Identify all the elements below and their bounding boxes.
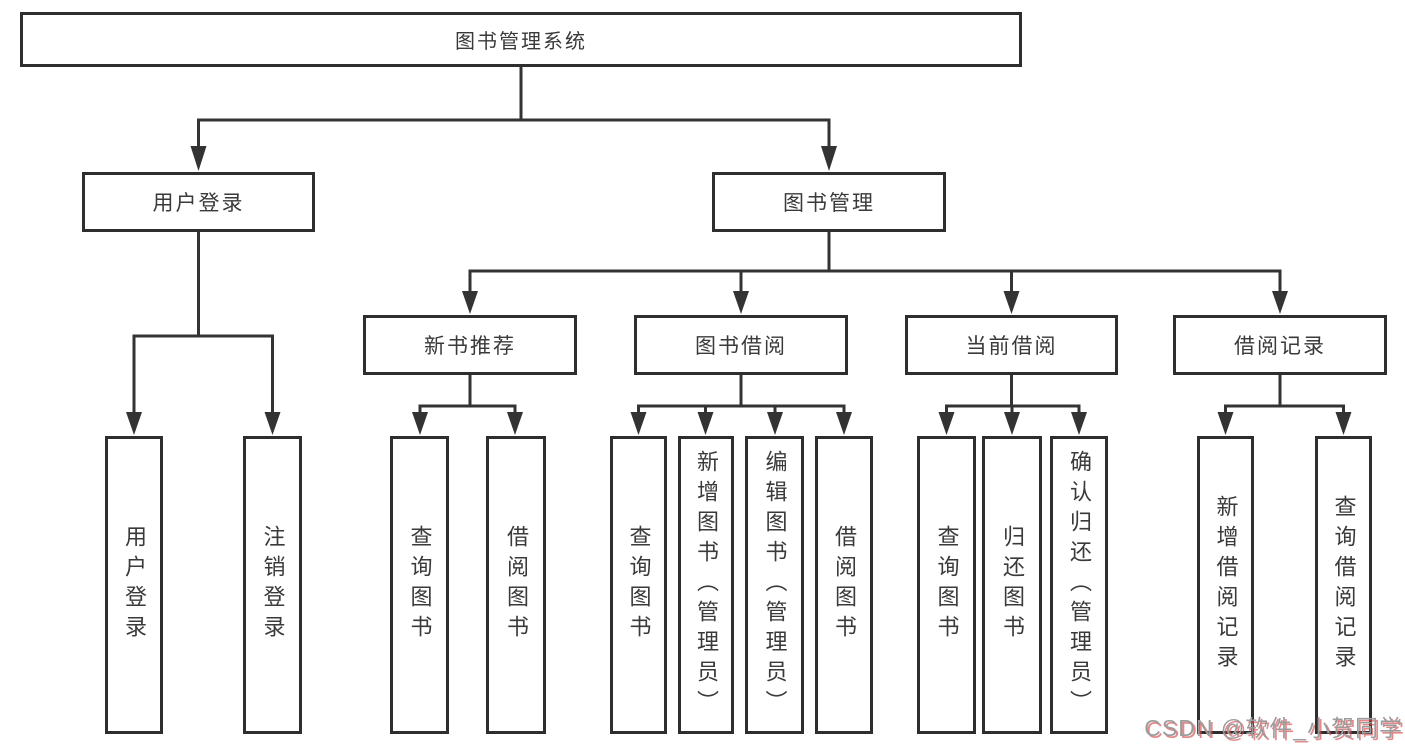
csdn-watermark: CSDN @软件_小贺同学	[1144, 715, 1403, 741]
leaf-query-books-current: 查询图书	[917, 436, 976, 734]
node-label: 借阅图书	[832, 525, 857, 645]
node-label: 查询图书	[934, 525, 960, 645]
node-borrowing-records: 借阅记录	[1173, 315, 1387, 375]
leaf-borrow-books-recommend: 借阅图书	[486, 436, 546, 734]
node-label: 新增图书（管理员）	[694, 450, 719, 720]
node-label: 用户登录	[122, 525, 147, 645]
node-root-system: 图书管理系统	[20, 12, 1022, 67]
node-user-login: 用户登录	[82, 172, 315, 232]
leaf-borrow-books-borrowing: 借阅图书	[815, 436, 873, 734]
leaf-logout: 注销登录	[243, 436, 302, 734]
node-label: 借阅记录	[1234, 335, 1326, 358]
node-label: 图书管理	[783, 192, 875, 215]
node-book-management: 图书管理	[712, 172, 946, 232]
leaf-query-borrow-record: 查询借阅记录	[1315, 436, 1372, 734]
node-new-book-recommend: 新书推荐	[363, 315, 577, 375]
node-label: 确认归还（管理员）	[1067, 450, 1092, 720]
leaf-return-books: 归还图书	[982, 436, 1042, 734]
leaf-add-borrow-record: 新增借阅记录	[1197, 436, 1254, 734]
leaf-query-books-borrowing: 查询图书	[610, 436, 667, 734]
leaf-query-books-recommend: 查询图书	[390, 436, 449, 734]
leaf-add-books-admin: 新增图书（管理员）	[678, 436, 734, 734]
node-label: 查询图书	[407, 525, 433, 645]
node-label: 当前借阅	[965, 335, 1058, 358]
node-label: 查询图书	[626, 525, 652, 645]
node-book-borrowing: 图书借阅	[634, 315, 848, 375]
node-label: 用户登录	[152, 192, 245, 215]
node-current-borrowing: 当前借阅	[905, 315, 1118, 375]
node-label: 新书推荐	[424, 335, 516, 358]
leaf-edit-books-admin: 编辑图书（管理员）	[745, 436, 804, 734]
node-label: 借阅图书	[504, 525, 529, 645]
leaf-confirm-return-admin: 确认归还（管理员）	[1050, 436, 1108, 734]
node-label: 注销登录	[260, 525, 286, 645]
node-label: 查询借阅记录	[1331, 495, 1357, 675]
node-label: 新增借阅记录	[1213, 495, 1239, 675]
node-label: 图书借阅	[695, 335, 787, 358]
node-label: 归还图书	[1000, 525, 1025, 645]
node-label: 图书管理系统	[455, 31, 587, 53]
leaf-user-login: 用户登录	[105, 436, 163, 734]
node-label: 编辑图书（管理员）	[762, 450, 788, 720]
